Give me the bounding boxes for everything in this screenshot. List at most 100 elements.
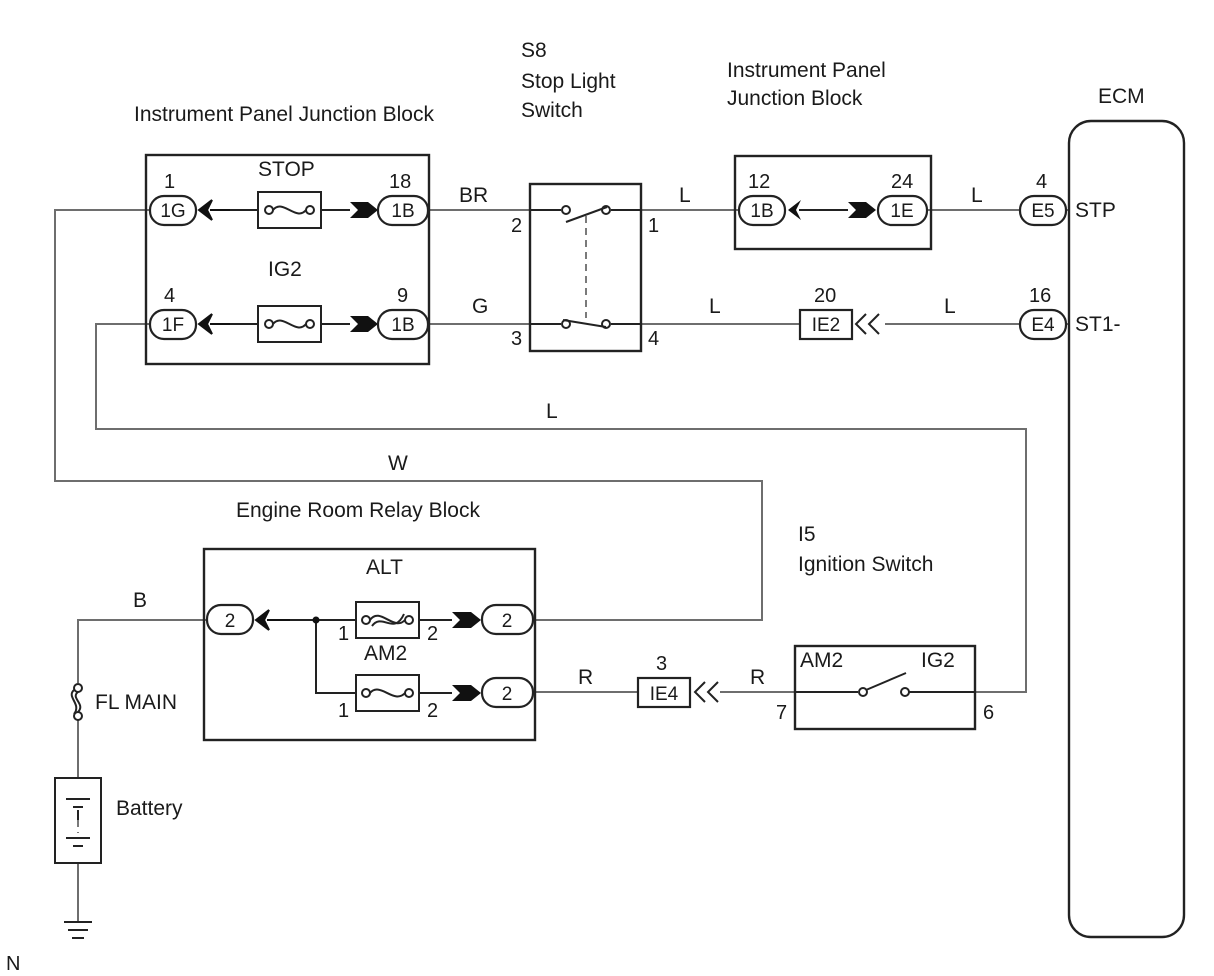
connector-1b-c <box>737 194 787 227</box>
s8-pin-3: 3 <box>511 328 522 350</box>
connector-1g-label: 1G <box>160 201 185 222</box>
wire-label-b: B <box>133 589 147 612</box>
am2-pin-2: 2 <box>427 700 438 722</box>
fl-main-label: FL MAIN <box>95 691 177 714</box>
engine-relay-block-label: Engine Room Relay Block <box>236 499 480 522</box>
pin-24: 24 <box>891 171 913 193</box>
wire-stop-input-w <box>54 209 763 621</box>
connector-1b-arrow-b <box>350 316 378 332</box>
fusible-link-icon <box>70 683 83 721</box>
ignition-pin-6: 6 <box>983 702 994 724</box>
ipjb-left-label: Instrument Panel Junction Block <box>134 103 434 126</box>
s8-name-line2: Switch <box>521 99 583 122</box>
ignition-pin-7: 7 <box>776 702 787 724</box>
pin-20: 20 <box>814 285 836 307</box>
ipjb-right-label-line2: Junction Block <box>727 87 863 110</box>
connector-ie4-label: IE4 <box>650 684 679 705</box>
ecm-terminal-stp: STP <box>1075 199 1116 222</box>
engine-relay-block-box <box>202 547 537 742</box>
fuse-ig2-label: IG2 <box>268 258 302 281</box>
ecm-terminal-st1: ST1- <box>1075 313 1121 336</box>
wire-label-l2: L <box>971 184 983 207</box>
pin-3-ie4: 3 <box>656 653 667 675</box>
battery-label: Battery <box>116 797 183 820</box>
connector-1f <box>148 308 198 341</box>
ipjb-right-label-line1: Instrument Panel <box>727 59 886 82</box>
connector-2-am2 <box>480 676 535 709</box>
connector-ie4-chevrons <box>693 681 719 703</box>
ignition-switch-contacts <box>795 672 975 697</box>
fuse-ig2 <box>257 305 322 343</box>
connector-1g <box>148 194 198 227</box>
pin-12: 12 <box>748 171 770 193</box>
fuse-alt-label: ALT <box>366 556 403 579</box>
ignition-switch-box <box>793 644 977 731</box>
connector-2-input-label: 2 <box>225 611 236 632</box>
wire-label-r2: R <box>750 666 765 689</box>
ecm-box <box>1067 119 1186 939</box>
pin-4-e5: 4 <box>1036 171 1047 193</box>
wire-label-l3: L <box>709 295 721 318</box>
wire-label-r1: R <box>578 666 593 689</box>
connector-1b-a-label: 1B <box>391 201 414 222</box>
connector-1b-c-arrow <box>788 200 801 220</box>
connector-1e-label: 1E <box>890 201 913 222</box>
pin-4-1f: 4 <box>164 285 175 307</box>
fuse-alt <box>355 601 420 639</box>
connector-1b-b <box>376 308 430 341</box>
wires <box>54 209 1070 922</box>
pin-1g: 1 <box>164 171 175 193</box>
ignition-switch-id: I5 <box>798 523 816 546</box>
engine-relay-internal-wires <box>290 619 452 694</box>
ground-icon <box>64 921 92 939</box>
wire-label-g: G <box>472 295 488 318</box>
ignition-terminal-ig2: IG2 <box>921 649 955 672</box>
ignition-terminal-am2: AM2 <box>800 649 843 672</box>
connector-1f-label: 1F <box>162 315 184 336</box>
s8-pin-4: 4 <box>648 328 659 350</box>
s8-pin-1: 1 <box>648 215 659 237</box>
connector-1b-c-label: 1B <box>750 201 773 222</box>
alt-pin-1: 1 <box>338 623 349 645</box>
ipjb-left-internal-wires <box>230 209 350 325</box>
connector-ie4 <box>636 676 692 709</box>
connector-2-alt <box>480 603 535 636</box>
splice-point <box>312 616 320 624</box>
wire-label-l1: L <box>679 184 691 207</box>
connector-1f-arrow <box>197 313 230 335</box>
s8-switch-contacts <box>530 205 641 329</box>
fuse-am2-label: AM2 <box>364 642 407 665</box>
connector-ie2 <box>798 308 854 341</box>
connector-1b-a <box>376 194 430 227</box>
wire-label-br: BR <box>459 184 488 207</box>
ecm-label: ECM <box>1098 85 1145 108</box>
wire-ig2-input-l <box>95 323 1027 693</box>
s8-name-line1: Stop Light <box>521 70 616 93</box>
wire-label-l4: L <box>944 295 956 318</box>
connector-ie2-chevrons <box>854 313 880 335</box>
ipjb-left-box <box>144 153 431 366</box>
connector-1e <box>876 194 929 227</box>
wire-b <box>77 619 207 683</box>
connector-1b-b-label: 1B <box>391 315 414 336</box>
ignition-switch-name: Ignition Switch <box>798 553 933 576</box>
connector-e5 <box>1018 194 1068 227</box>
connector-2-alt-arrow <box>452 612 481 628</box>
am2-pin-1: 1 <box>338 700 349 722</box>
s8-id-label: S8 <box>521 39 547 62</box>
pin-18: 18 <box>389 171 411 193</box>
pin-9: 9 <box>397 285 408 307</box>
connector-e5-label: E5 <box>1031 201 1054 222</box>
connector-2-alt-label: 2 <box>502 611 513 632</box>
connector-2-input <box>205 603 255 636</box>
battery-icon <box>54 777 102 864</box>
corner-note: N <box>6 953 20 975</box>
connector-e4 <box>1018 308 1068 341</box>
connector-2-input-arrow <box>254 609 290 631</box>
alt-pin-2: 2 <box>427 623 438 645</box>
connector-2-am2-arrow <box>452 685 481 701</box>
connector-1e-arrow <box>848 202 876 218</box>
connector-1g-arrow <box>197 199 230 221</box>
connector-2-am2-label: 2 <box>502 684 513 705</box>
